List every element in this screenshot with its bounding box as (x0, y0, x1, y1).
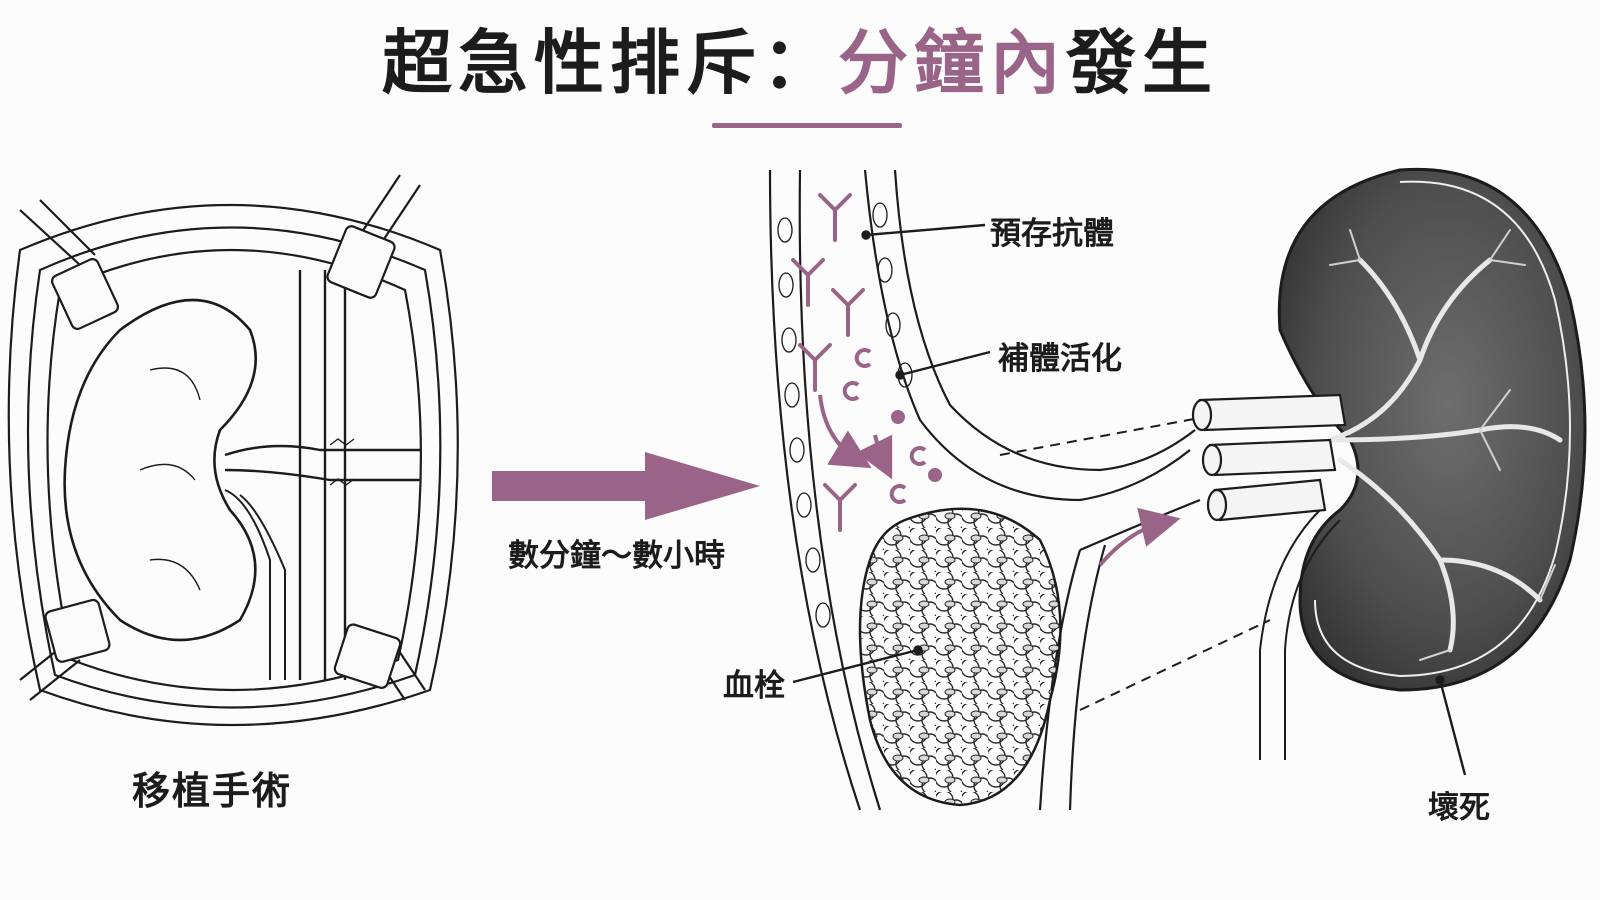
title-part1: 超急性排斥： (382, 22, 838, 104)
necrotic-kidney-icon (1191, 167, 1587, 760)
label-antibody: 預存抗體 (990, 216, 1114, 252)
arrow-right-icon (492, 452, 760, 520)
blood-clot-icon (858, 507, 1062, 807)
title-part2: 分鐘內 (838, 22, 1066, 104)
surgical-retractor-icon (19, 174, 426, 701)
label-surgery: 移植手術 (132, 769, 293, 813)
complement-icon (842, 348, 942, 504)
label-clot: 血栓 (723, 668, 785, 704)
surgery-illustration (7, 203, 459, 727)
label-complement: 補體活化 (998, 341, 1122, 377)
title-underline (712, 123, 902, 128)
label-necrosis: 壞死 (1428, 790, 1490, 826)
page-title: 超急性排斥：分鐘內發生 (0, 18, 1600, 108)
antibody-icon (791, 193, 865, 532)
kidney-icon (63, 298, 258, 642)
label-time: 數分鐘～數小時 (508, 538, 725, 574)
title-part3: 發生 (1066, 22, 1218, 104)
